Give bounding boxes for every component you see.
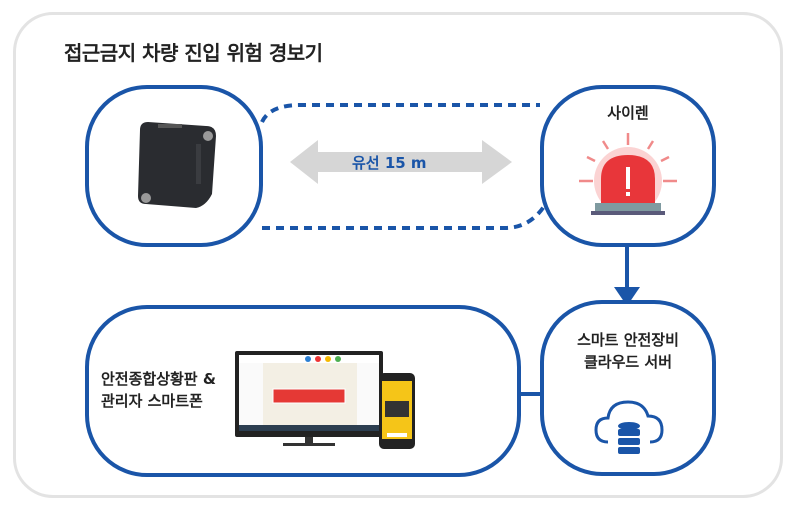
siren-label: 사이렌 [607,104,649,122]
cable-bottom-dotted [262,203,547,230]
down-arrow-head [614,287,640,306]
diagram-title: 접근금지 차량 진입 위험 경보기 [64,41,323,65]
smartphone-icon [379,373,415,449]
siren-icon [579,133,677,215]
double-arrow [290,140,512,184]
dashboard-label-line1: 안전종합상황판 & [101,370,216,388]
sensor-box [85,85,263,247]
siren-box: 사이렌 [540,85,716,247]
outer-frame [13,12,783,498]
cloud-label-line1: 스마트 안전장비 [577,331,679,349]
cloud-label-line2: 클라우드 서버 [583,353,673,371]
cloud-database-icon [594,400,664,454]
sensor-device-icon [138,122,216,208]
cable-length-label: 유선 15 m [352,154,427,172]
monitor-icon [235,351,383,446]
dashboard-label-line2: 관리자 스마트폰 [101,392,203,410]
cable-top-dotted [260,103,540,123]
dashboard-box: 안전종합상황판 & 관리자 스마트폰 [85,305,521,477]
cloud-server-box: 스마트 안전장비 클라우드 서버 [540,300,716,476]
